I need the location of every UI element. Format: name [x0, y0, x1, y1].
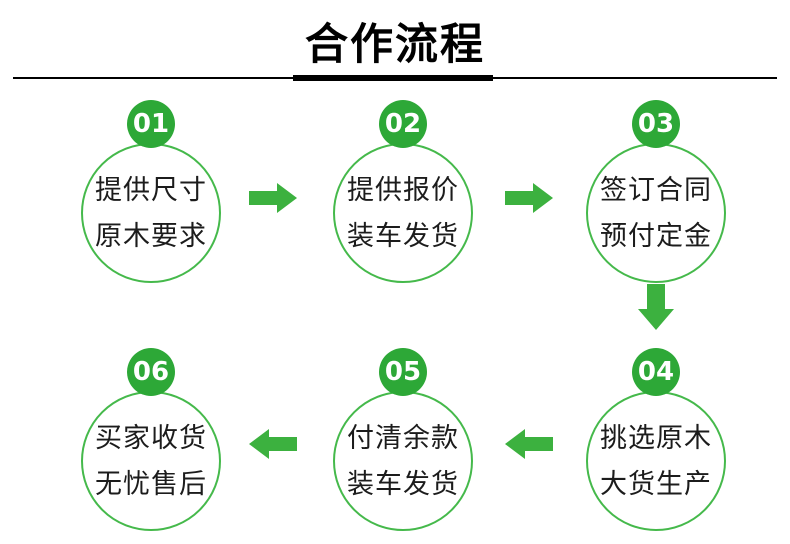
step-02-number-badge: 02 [379, 100, 427, 148]
page-title: 合作流程 [305, 21, 485, 69]
step-06-circle: 买家收货 无忧售后 [81, 391, 221, 531]
step-05-number-badge: 05 [379, 348, 427, 396]
step-05-number: 05 [384, 357, 422, 387]
step-06-text-line1: 买家收货 [95, 423, 207, 453]
arrow-left-icon [505, 429, 553, 459]
step-05-circle: 付清余款 装车发货 [333, 391, 473, 531]
step-01-text-line1: 提供尺寸 [95, 175, 207, 205]
step-01-text-line2: 原木要求 [95, 221, 207, 251]
step-05-group: 付清余款 装车发货 05 [333, 348, 473, 539]
step-04-group: 挑选原木 大货生产 04 [586, 348, 726, 539]
step-03-group: 签订合同 预付定金 03 [586, 100, 726, 291]
step-06-number: 06 [132, 357, 170, 387]
step-03-circle: 签订合同 预付定金 [586, 143, 726, 283]
arrow-right-icon [249, 183, 297, 213]
step-02-text-line1: 提供报价 [347, 175, 459, 205]
step-05-text-line1: 付清余款 [347, 423, 459, 453]
step-06-number-badge: 06 [127, 348, 175, 396]
step-04-text-line1: 挑选原木 [600, 423, 712, 453]
arrow-left-icon [249, 429, 297, 459]
arrow-right-icon [505, 183, 553, 213]
step-04-number-badge: 04 [632, 348, 680, 396]
step-04-number: 04 [637, 357, 675, 387]
step-06-group: 买家收货 无忧售后 06 [81, 348, 221, 539]
step-01-group: 提供尺寸 原木要求 01 [81, 100, 221, 291]
step-03-text-line1: 签订合同 [600, 175, 712, 205]
step-03-number-badge: 03 [632, 100, 680, 148]
step-02-text-line2: 装车发货 [347, 221, 459, 251]
arrow-down-icon [638, 284, 674, 330]
step-01-number: 01 [132, 109, 170, 139]
step-03-number: 03 [637, 109, 675, 139]
step-02-number: 02 [384, 109, 422, 139]
step-05-text-line2: 装车发货 [347, 469, 459, 499]
step-03-text-line2: 预付定金 [600, 221, 712, 251]
step-01-circle: 提供尺寸 原木要求 [81, 143, 221, 283]
step-01-number-badge: 01 [127, 100, 175, 148]
title-divider-accent [293, 75, 493, 81]
step-02-group: 提供报价 装车发货 02 [333, 100, 473, 291]
step-04-text-line2: 大货生产 [600, 469, 712, 499]
step-06-text-line2: 无忧售后 [95, 469, 207, 499]
step-02-circle: 提供报价 装车发货 [333, 143, 473, 283]
step-04-circle: 挑选原木 大货生产 [586, 391, 726, 531]
